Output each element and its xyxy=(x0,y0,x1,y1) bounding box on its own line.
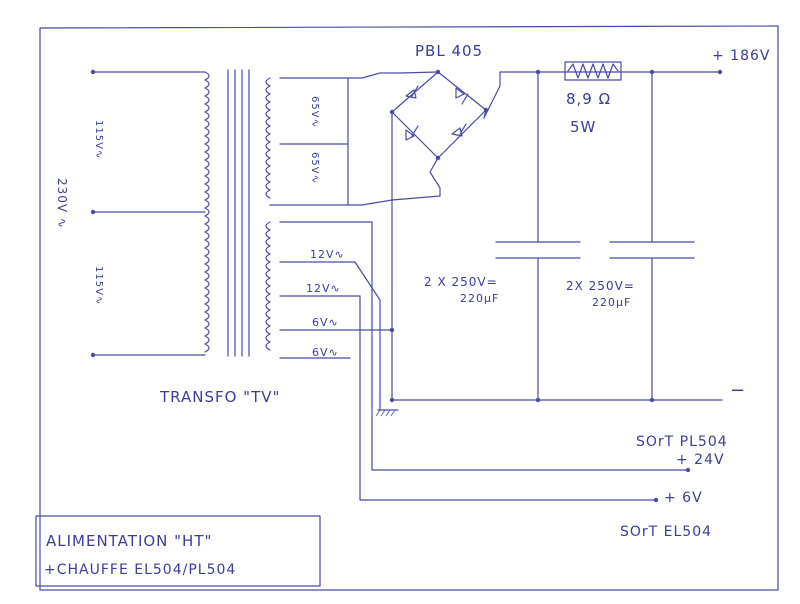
resistor xyxy=(564,61,622,81)
transformer-core xyxy=(227,69,250,357)
primary-top-label: 115V∿ xyxy=(93,120,104,159)
resistor-value: 8,9 Ω xyxy=(566,90,611,108)
pl504-output-voltage: + 24V xyxy=(676,452,725,468)
hv-output-label: + 186V xyxy=(712,48,770,64)
capacitor-2 xyxy=(609,71,695,401)
secondary-12v-b: 12V∿ xyxy=(306,282,341,295)
6v-output-label: + 6V xyxy=(664,490,703,506)
title-line-2: +CHAUFFE EL504/PL504 xyxy=(44,562,236,578)
primary-voltage-label: 230V ∿ xyxy=(55,178,69,229)
resistor-power: 5W xyxy=(570,118,596,136)
capacitor-1 xyxy=(495,71,581,401)
secondary-6v-a: 6V∿ xyxy=(312,316,339,329)
negative-label: − xyxy=(730,380,746,401)
transformer-secondary xyxy=(265,72,441,359)
bridge-label: PBL 405 xyxy=(415,42,483,60)
cap2-rating: 2X 250V= xyxy=(566,279,635,293)
secondary-12v-a: 12V∿ xyxy=(310,248,345,261)
secondary-6v-b: 6V∿ xyxy=(312,346,339,359)
cap1-value: 220µF xyxy=(460,292,499,305)
heater-output-6v xyxy=(354,261,659,503)
el504-output-label: SOrT EL504 xyxy=(620,524,712,540)
pl504-output-label: SOrT PL504 xyxy=(636,434,728,450)
transformer-label: TRANSFO "TV" xyxy=(159,388,280,406)
cap2-value: 220µF xyxy=(592,296,631,309)
primary-bottom-label: 115V∿ xyxy=(93,266,104,305)
title-line-1: ALIMENTATION "HT" xyxy=(46,532,212,550)
ground-rail xyxy=(375,111,723,417)
heater-output-24v xyxy=(371,221,691,473)
title-box xyxy=(35,515,321,587)
bridge-rectifier xyxy=(389,69,501,197)
sheet-border xyxy=(39,25,779,591)
transformer-primary xyxy=(90,69,210,358)
cap1-rating: 2 X 250V= xyxy=(424,275,498,289)
secondary-65v-a: 65V∿ xyxy=(309,96,320,128)
secondary-65v-b: 65V∿ xyxy=(309,152,320,184)
